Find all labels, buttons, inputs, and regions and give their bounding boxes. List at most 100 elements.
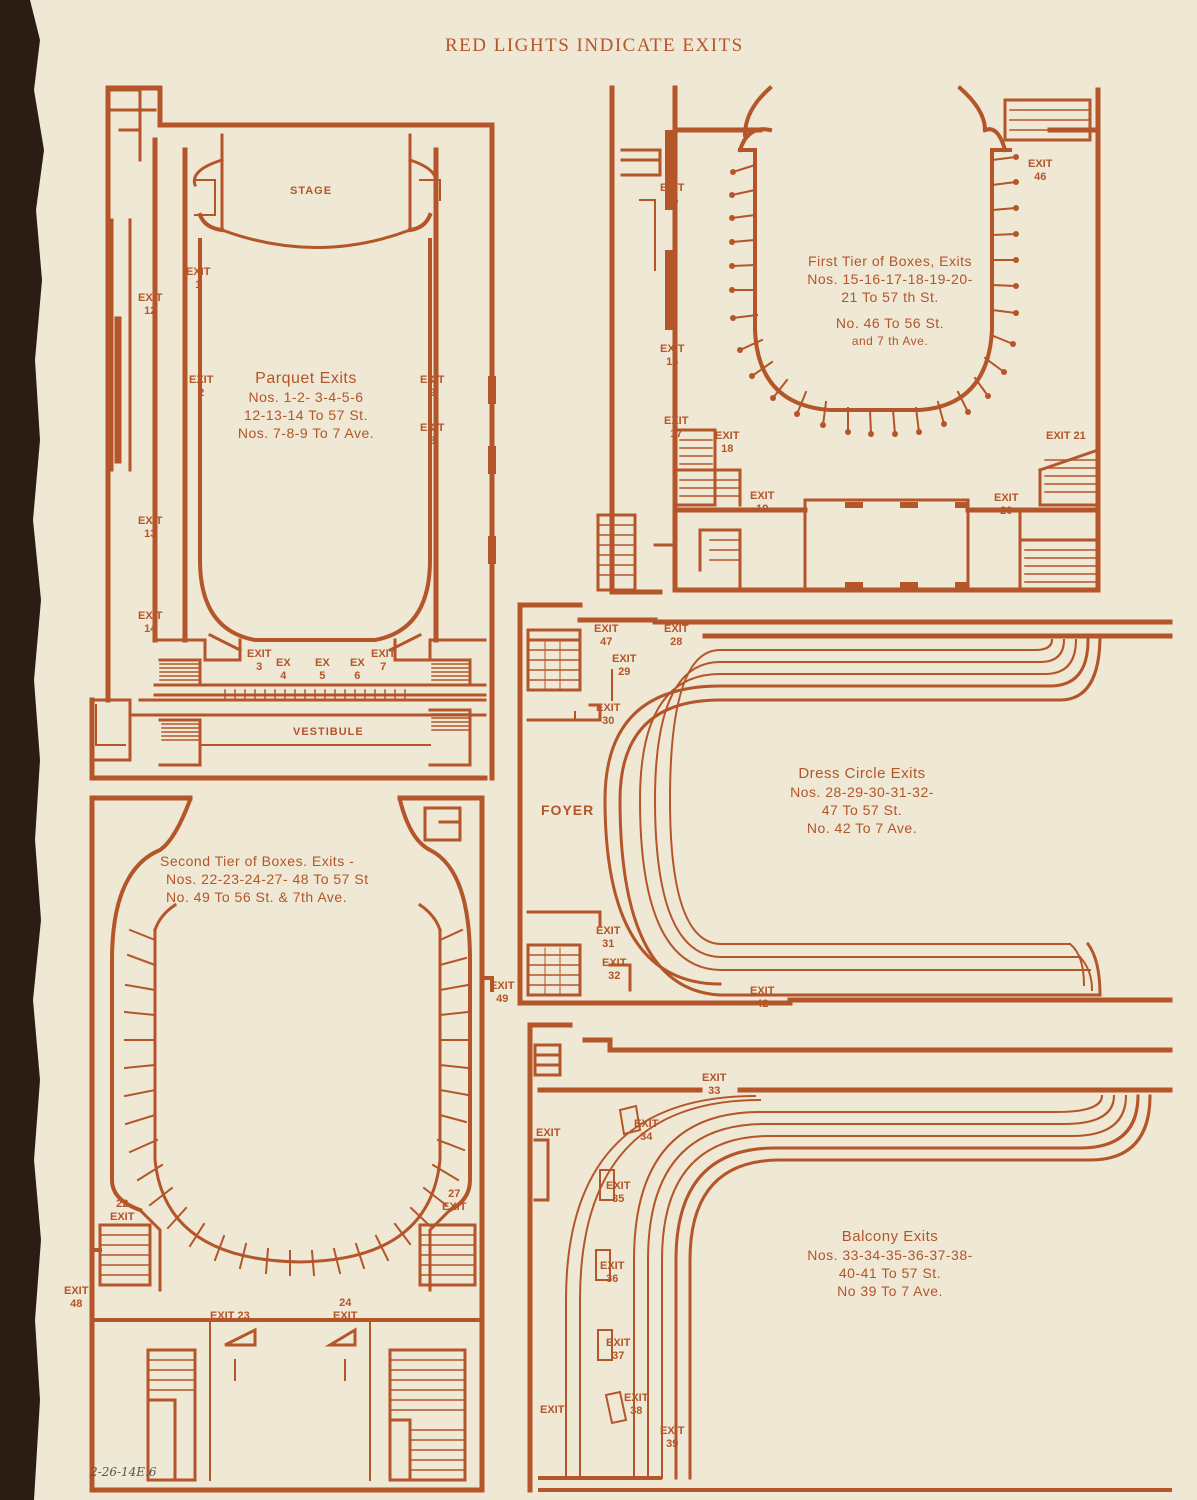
first-tier-caption-line2: Nos. 15-16-17-18-19-20-	[807, 271, 973, 287]
exit-9: EXIT 9	[420, 374, 445, 399]
header-title: RED LIGHTS INDICATE EXITS	[445, 35, 744, 56]
second-tier-caption-title: Second Tier of Boxes. Exits -	[160, 853, 355, 869]
first-tier-caption-line5: and 7 th Ave.	[851, 334, 929, 348]
second-tier-caption-line3: No. 49 To 56 St. & 7th Ave.	[166, 889, 348, 905]
dress-circle-caption: Dress Circle Exits Nos. 28-29-30-31-32- …	[752, 765, 972, 837]
exit-39: EXIT 39	[660, 1425, 685, 1450]
exit-18: EXIT 18	[715, 430, 740, 455]
first-tier-box-dots	[729, 154, 1019, 437]
dress-circle-plan	[517, 602, 1173, 1006]
dress-circle-hatch	[529, 639, 579, 994]
first-tier-rooms	[596, 98, 1100, 592]
exit-30: EXIT 30	[596, 702, 621, 727]
first-tier-auditorium	[737, 85, 1012, 412]
exit-27: 27 EXIT	[442, 1188, 467, 1213]
first-tier-caption-line3: 21 To 57 th St.	[841, 289, 939, 305]
second-tier-plan	[89, 795, 485, 1493]
exit-28: EXIT 28	[664, 623, 689, 648]
first-tier-caption-title: First Tier of Boxes, Exits	[808, 253, 972, 269]
parquet-stair-hatch	[159, 663, 471, 741]
first-tier-caption-line4: No. 46 To 56 St.	[835, 315, 945, 331]
exit-4: EX 4	[276, 657, 291, 682]
exit-14: EXIT 14	[138, 610, 163, 635]
vestibule-label: VESTIBULE	[293, 726, 364, 738]
balcony-caption-line3: 40-41 To 57 St.	[838, 1265, 942, 1281]
first-tier-box-partitions	[730, 155, 1018, 436]
second-tier-auditorium	[110, 797, 472, 1292]
dress-circle-caption-title: Dress Circle Exits	[798, 765, 926, 782]
exit-1: EXIT 1	[186, 266, 211, 291]
parquet-doors	[227, 376, 496, 781]
exit-2: EXIT 2	[189, 374, 214, 399]
exit-3: EXIT 3	[247, 648, 272, 673]
exit-42: EXIT 42	[750, 985, 775, 1010]
exit-33: EXIT 33	[702, 1072, 727, 1097]
exit-19: EXIT 19	[750, 490, 775, 515]
second-tier-box-partitions	[123, 928, 470, 1277]
exit-48: EXIT 48	[64, 1285, 89, 1310]
balcony-plan	[527, 1022, 1173, 1493]
exit-46: EXIT 46	[1028, 158, 1053, 183]
parquet-caption-line4: Nos. 7-8-9 To 7 Ave.	[237, 425, 375, 441]
balcony-rooms	[533, 1043, 562, 1202]
exit-47: EXIT 47	[594, 623, 619, 648]
first-tier-caption: First Tier of Boxes, Exits Nos. 15-16-17…	[780, 252, 1000, 350]
parquet-caption-title: Parquet Exits	[255, 370, 357, 387]
first-tier-hatch	[599, 109, 1096, 583]
exit-40: EXIT	[540, 1404, 565, 1416]
exit-34: EXIT 34	[634, 1118, 659, 1143]
exit-24: 24 EXIT	[333, 1297, 358, 1322]
parquet-caption: Parquet Exits Nos. 1-2- 3-4-5-6 12-13-14…	[196, 370, 416, 442]
exit-17: EXIT 17	[664, 415, 689, 440]
exit-7: EXIT 7	[371, 648, 396, 673]
exit-29: EXIT 29	[612, 653, 637, 678]
exit-21: EXIT 21	[1046, 430, 1086, 442]
exit-15: EXIT 15	[660, 182, 685, 207]
exit-37: EXIT 37	[606, 1337, 631, 1362]
exit-23: EXIT 23	[210, 1310, 250, 1322]
balcony-tiers	[674, 1094, 1152, 1480]
dress-circle-rooms	[526, 628, 632, 997]
second-tier-hatch	[101, 1234, 474, 1471]
exit-36: EXIT 36	[600, 1260, 625, 1285]
exit-6: EX 6	[350, 657, 365, 682]
dress-circle-caption-line2: Nos. 28-29-30-31-32-	[790, 784, 934, 800]
balcony-caption-title: Balcony Exits	[841, 1228, 939, 1245]
exit-41: EXIT	[536, 1127, 561, 1139]
exit-22: 22 EXIT	[110, 1198, 135, 1223]
torn-edge	[0, 0, 44, 1500]
exit-32: EXIT 32	[602, 957, 627, 982]
second-tier-rooms	[98, 806, 494, 1482]
balcony-exit-niches	[595, 1104, 642, 1425]
parquet-caption-line3: 12-13-14 To 57 St.	[244, 407, 368, 423]
second-tier-caption: Second Tier of Boxes. Exits - Nos. 22-23…	[160, 852, 430, 906]
first-tier-windows	[665, 130, 969, 588]
parquet-lobby	[128, 632, 487, 767]
exit-13: EXIT 13	[138, 515, 163, 540]
dress-circle-tier-rows	[638, 638, 1102, 997]
exit-12: EXIT 12	[138, 292, 163, 317]
balcony-caption-line2: Nos. 33-34-35-36-37-38-	[807, 1247, 973, 1263]
parquet-caption-line2: Nos. 1-2- 3-4-5-6	[248, 389, 364, 405]
balcony-tier-rows	[565, 1094, 1128, 1479]
exit-20: EXIT 20	[994, 492, 1019, 517]
dress-circle-tiers	[603, 634, 1102, 997]
balcony-caption-line4: No 39 To 7 Ave.	[837, 1283, 943, 1299]
dress-circle-caption-line3: 47 To 57 St.	[821, 802, 903, 818]
handwritten-note: 2-26-14E.6	[90, 1465, 157, 1479]
exit-8: EXIT 8	[420, 422, 445, 447]
exit-35: EXIT 35	[606, 1180, 631, 1205]
foyer-label: FOYER	[541, 802, 595, 818]
exit-31: EXIT 31	[596, 925, 621, 950]
stage-label: STAGE	[290, 185, 333, 197]
dress-circle-caption-line4: No. 42 To 7 Ave.	[806, 820, 918, 836]
parquet-auditorium	[198, 238, 432, 642]
exit-49: EXIT 49	[490, 980, 515, 1005]
exit-16: EXIT 16	[660, 343, 685, 368]
balcony-caption: Balcony Exits Nos. 33-34-35-36-37-38- 40…	[775, 1228, 1005, 1300]
exit-5: EX 5	[315, 657, 330, 682]
exit-38: EXIT 38	[624, 1392, 649, 1417]
parquet-stage	[192, 133, 441, 249]
